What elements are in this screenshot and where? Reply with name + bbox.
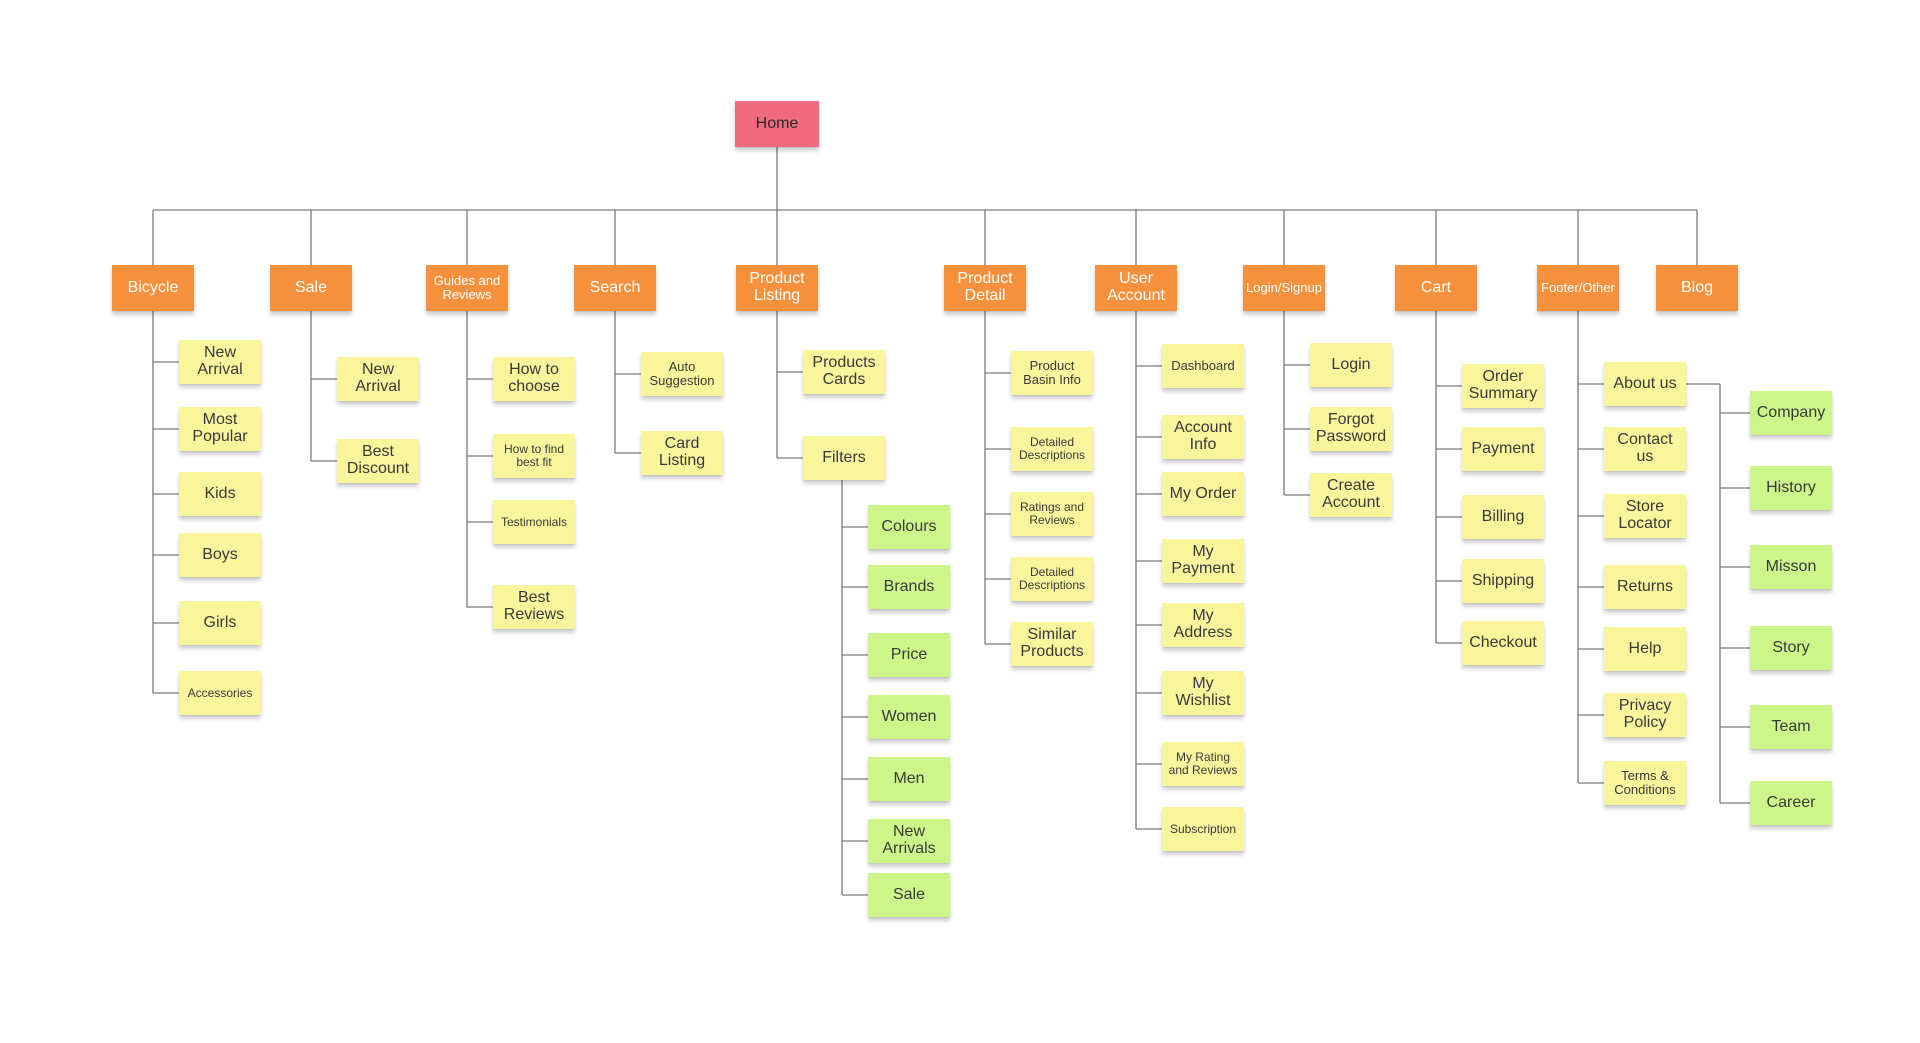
leaf-best-reviews-note: Best Reviews [493, 585, 575, 629]
leaf-girls-note: Girls [179, 601, 261, 645]
leaf-boys-note: Boys [179, 533, 261, 577]
leaf-accessories-note: Accessories [179, 671, 261, 715]
sub-leaf-women-note: Women [868, 695, 950, 739]
leaf-testimonials-note: Testimonials [493, 500, 575, 544]
leaf-my-wishlist-note: My Wishlist [1162, 671, 1244, 715]
leaf-create-account-note: Create Account [1310, 473, 1392, 517]
sub-leaf-team-note: Team [1750, 705, 1832, 749]
leaf-new-arrival-note: New Arrival [337, 357, 419, 401]
leaf-dashboard-note: Dashboard [1162, 344, 1244, 388]
category-product-detail-note: Product Detail [944, 265, 1026, 311]
sub-leaf-brands-note: Brands [868, 565, 950, 609]
leaf-detailed-descriptions-note: Detailed Descriptions [1011, 427, 1093, 471]
leaf-forgot-password-note: Forgot Password [1310, 407, 1392, 451]
leaf-auto-suggestion-note: Auto Suggestion [641, 352, 723, 396]
leaf-contact-us-note: Contact us [1604, 427, 1686, 471]
leaf-about-us-note: About us [1604, 362, 1686, 406]
category-product-listing-note: Product Listing [736, 265, 818, 311]
sub-leaf-company-note: Company [1750, 391, 1832, 435]
sub-leaf-colours-note: Colours [868, 505, 950, 549]
category-login-signup-note: Login/Signup [1243, 265, 1325, 311]
leaf-order-summary-note: Order Summary [1462, 364, 1544, 408]
sub-leaf-career-note: Career [1750, 781, 1832, 825]
category-guides-and-reviews-note: Guides and Reviews [426, 265, 508, 311]
leaf-returns-note: Returns [1604, 565, 1686, 609]
leaf-products-cards-note: Products Cards [803, 350, 885, 394]
leaf-detailed-descriptions-note: Detailed Descriptions [1011, 557, 1093, 601]
leaf-similar-products-note: Similar Products [1011, 622, 1093, 666]
leaf-terms-conditions-note: Terms & Conditions [1604, 761, 1686, 805]
leaf-login-note: Login [1310, 343, 1392, 387]
leaf-ratings-and-reviews-note: Ratings and Reviews [1011, 492, 1093, 536]
leaf-my-order-note: My Order [1162, 472, 1244, 516]
leaf-new-arrival-note: New Arrival [179, 340, 261, 384]
leaf-store-locator-note: Store Locator [1604, 494, 1686, 538]
category-bicycle-note: Bicycle [112, 265, 194, 311]
leaf-privacy-policy-note: Privacy Policy [1604, 693, 1686, 737]
leaf-card-listing-note: Card Listing [641, 431, 723, 475]
leaf-filters-note: Filters [803, 436, 885, 480]
category-search-note: Search [574, 265, 656, 311]
leaf-subscription-note: Subscription [1162, 807, 1244, 851]
category-cart-note: Cart [1395, 265, 1477, 311]
leaf-my-address-note: My Address [1162, 603, 1244, 647]
leaf-billing-note: Billing [1462, 495, 1544, 539]
leaf-my-rating-and-reviews-note: My Rating and Reviews [1162, 742, 1244, 786]
sub-leaf-new-arrivals-note: New Arrivals [868, 819, 950, 863]
sub-leaf-men-note: Men [868, 757, 950, 801]
leaf-product-basin-info-note: Product Basin Info [1011, 351, 1093, 395]
home-root-note: Home [735, 101, 819, 147]
sub-leaf-story-note: Story [1750, 626, 1832, 670]
category-footer-other-note: Footer/Other [1537, 265, 1619, 311]
sub-leaf-price-note: Price [868, 633, 950, 677]
leaf-account-info-note: Account Info [1162, 415, 1244, 459]
leaf-kids-note: Kids [179, 472, 261, 516]
leaf-checkout-note: Checkout [1462, 621, 1544, 665]
sub-leaf-sale-note: Sale [868, 873, 950, 917]
category-blog-note: Blog [1656, 265, 1738, 311]
leaf-how-to-choose-note: How to choose [493, 357, 575, 401]
leaf-payment-note: Payment [1462, 427, 1544, 471]
leaf-shipping-note: Shipping [1462, 559, 1544, 603]
sub-leaf-history-note: History [1750, 466, 1832, 510]
leaf-help-note: Help [1604, 627, 1686, 671]
category-user-account-note: User Account [1095, 265, 1177, 311]
leaf-my-payment-note: My Payment [1162, 539, 1244, 583]
leaf-how-to-find-best-fit-note: How to find best fit [493, 434, 575, 478]
leaf-best-discount-note: Best Discount [337, 439, 419, 483]
leaf-most-popular-note: Most Popular [179, 407, 261, 451]
sub-leaf-misson-note: Misson [1750, 545, 1832, 589]
category-sale-note: Sale [270, 265, 352, 311]
